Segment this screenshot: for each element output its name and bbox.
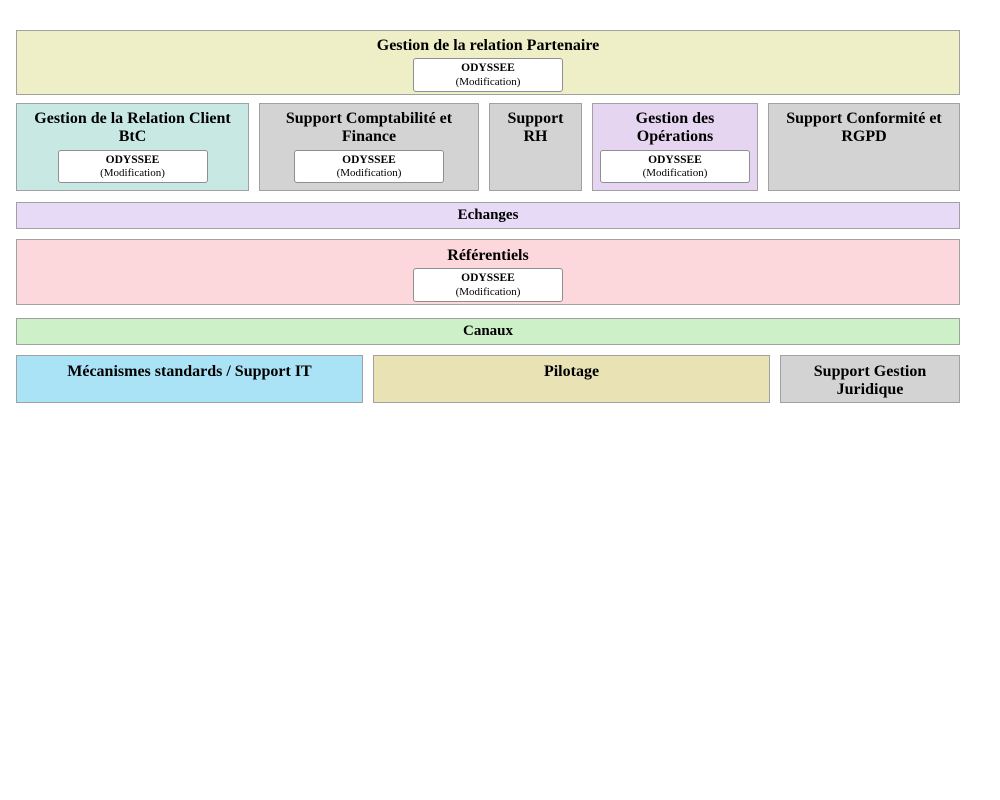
block-title: Support Conformité et RGPD <box>786 110 942 146</box>
block-gestion-operations: Gestion des Opérations ODYSSEE (Modifica… <box>592 103 758 191</box>
row-partenaire: Gestion de la relation Partenaire ODYSSE… <box>16 30 960 95</box>
architecture-diagram: Gestion de la relation Partenaire ODYSSE… <box>16 30 960 403</box>
row-capabilities: Gestion de la Relation Client BtC ODYSSE… <box>16 103 960 191</box>
odyssee-name: ODYSSEE <box>342 153 396 166</box>
block-title: Mécanismes standards / Support IT <box>67 363 312 380</box>
odyssee-modification-label: (Modification) <box>100 167 165 180</box>
block-gestion-relation-partenaire: Gestion de la relation Partenaire ODYSSE… <box>16 30 960 95</box>
odyssee-name: ODYSSEE <box>105 153 160 166</box>
block-title: Gestion de la relation Partenaire <box>376 37 600 54</box>
block-support-gestion-juridique: Support Gestion Juridique <box>780 355 960 403</box>
block-title: Support RH <box>507 110 564 146</box>
block-support-conformite-rgpd: Support Conformité et RGPD <box>768 103 960 191</box>
odyssee-modification-label: (Modification) <box>455 285 521 298</box>
row-bottom: Mécanismes standards / Support IT Pilota… <box>16 355 960 403</box>
odyssee-name: ODYSSEE <box>461 62 515 75</box>
odyssee-modification-label: (Modification) <box>455 75 521 88</box>
odyssee-box: ODYSSEE (Modification) <box>413 268 563 302</box>
block-referentiels: Référentiels ODYSSEE (Modification) <box>16 239 960 305</box>
odyssee-modification-label: (Modification) <box>642 167 708 180</box>
block-title: Canaux <box>462 323 514 340</box>
block-title: Gestion de la Relation Client BtC <box>34 110 231 146</box>
odyssee-box: ODYSSEE (Modification) <box>57 149 208 184</box>
odyssee-modification-label: (Modification) <box>336 167 402 180</box>
block-title: Référentiels <box>447 247 529 264</box>
block-pilotage: Pilotage <box>373 355 770 403</box>
odyssee-name: ODYSSEE <box>648 153 702 166</box>
block-mecanismes-support-it: Mécanismes standards / Support IT <box>16 355 363 403</box>
odyssee-box: ODYSSEE (Modification) <box>600 149 750 184</box>
odyssee-box: ODYSSEE (Modification) <box>413 58 563 92</box>
block-title: Support Gestion Juridique <box>813 363 927 399</box>
block-title: Echanges <box>457 207 519 224</box>
block-support-rh: Support RH <box>489 103 582 191</box>
block-canaux: Canaux <box>16 318 960 345</box>
odyssee-box: ODYSSEE (Modification) <box>294 149 444 184</box>
block-title: Support Comptabilité et Finance <box>285 110 453 146</box>
row-referentiels: Référentiels ODYSSEE (Modification) <box>16 239 960 305</box>
block-gestion-relation-client-btc: Gestion de la Relation Client BtC ODYSSE… <box>16 103 249 191</box>
odyssee-name: ODYSSEE <box>461 272 515 285</box>
block-support-comptabilite-finance: Support Comptabilité et Finance ODYSSEE … <box>259 103 479 191</box>
block-title: Pilotage <box>543 363 600 380</box>
row-canaux: Canaux <box>16 318 960 345</box>
block-echanges: Echanges <box>16 202 960 229</box>
row-echanges: Echanges <box>16 202 960 229</box>
block-title: Gestion des Opérations <box>635 110 715 146</box>
